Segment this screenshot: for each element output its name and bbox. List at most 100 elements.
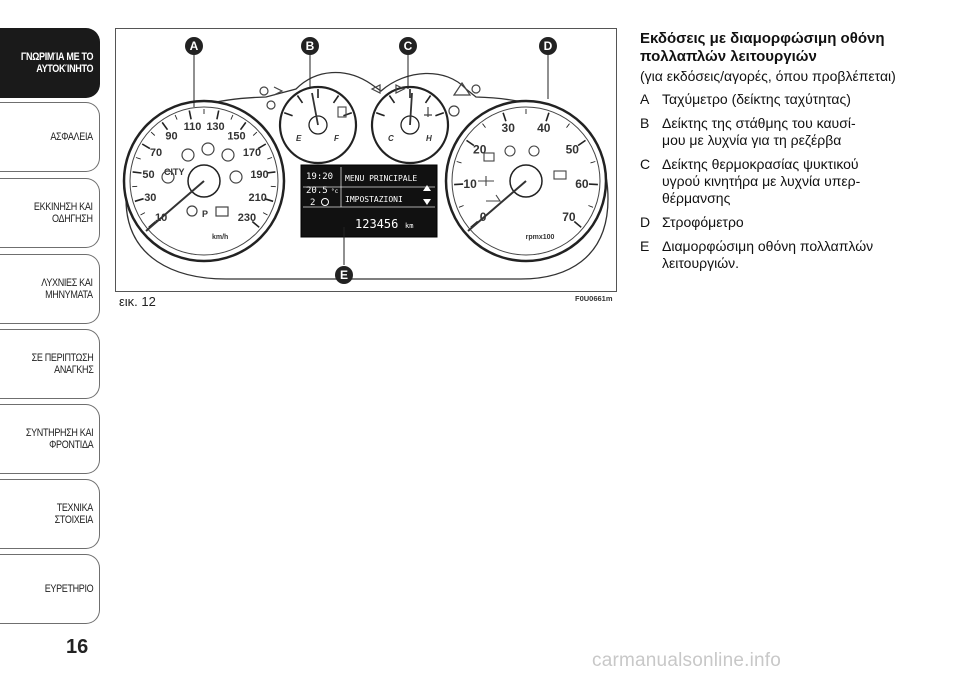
minor-tick: [458, 205, 464, 208]
minor-tick: [262, 212, 268, 216]
watermark: carmanualsonline.info: [592, 650, 782, 671]
display-outside-temp: 20.5: [306, 186, 328, 196]
speedo-needle: [145, 180, 205, 232]
major-tick: [424, 95, 432, 104]
major-tick: [545, 112, 550, 122]
minor-tick: [230, 114, 234, 120]
cluster-housing: [125, 71, 609, 280]
minor-tick: [150, 131, 156, 136]
page-number: 16: [66, 636, 89, 658]
major-tick: [283, 111, 293, 117]
fuel-full-label: F: [334, 134, 340, 143]
dial-tick-label: 30: [502, 121, 516, 135]
esp-icon: [229, 170, 243, 184]
major-tick: [343, 111, 353, 117]
dial-tick-label: 30: [144, 192, 156, 204]
side-light-icon: [266, 100, 276, 110]
callout-a-label: A: [190, 39, 199, 53]
dial-tick-label: 50: [142, 169, 154, 181]
callout-c-label: C: [404, 39, 413, 53]
cruise-icon: [186, 205, 198, 217]
fuel-needle: [311, 92, 319, 126]
seatbelt-icon: [504, 145, 516, 157]
dial-tick-label: 50: [566, 143, 580, 157]
display-time: 19:20: [306, 172, 333, 182]
callout-d-label: D: [544, 39, 553, 53]
dial-tick-label: 190: [250, 169, 268, 181]
abs-icon: [201, 142, 215, 156]
dial-tick-label: 170: [243, 147, 261, 159]
figure-caption: εικ. 12: [119, 294, 156, 309]
major-tick: [573, 220, 582, 228]
callout-c-badge: [399, 37, 417, 55]
major-tick: [466, 139, 475, 147]
dial-tick-label: 40: [537, 121, 551, 135]
major-tick: [251, 220, 260, 228]
general-warning-icon: [452, 81, 472, 96]
dial-tick-label: 70: [150, 147, 162, 159]
temp-hot-label: H: [426, 134, 432, 143]
instrument-panel-figure: 1030507090110130150170190210230 CITY km/…: [115, 28, 617, 292]
tab-starting-driving[interactable]: ΕΚΚΙΝΗΣΗ ΚΑΙ ΟΔΗΓΗΣΗ: [0, 178, 100, 248]
text-column: Εκδόσεις με διαμορφώσιμη οθόνη πολλαπλών…: [640, 30, 940, 279]
major-tick: [141, 143, 151, 150]
minor-tick: [135, 157, 141, 160]
callout-leaders: [193, 53, 549, 265]
minor-tick: [174, 114, 178, 120]
tab-maintenance[interactable]: ΣΥΝΤΗΡΗΣΗ ΚΑΙ ΦΡΟΝΤΙΔΑ: [0, 404, 100, 474]
minor-tick: [252, 131, 258, 136]
major-tick: [296, 95, 304, 104]
display-gear-value: 2: [310, 198, 315, 208]
display-menu-line2: IMPOSTAZIONI: [345, 195, 403, 204]
rear-fog-icon: [471, 84, 481, 94]
fuel-gauge: E F: [278, 85, 358, 165]
speedo-unit: km/h: [212, 234, 228, 241]
tab-index[interactable]: ΕΥΡΕΤΗΡΙΟ: [0, 554, 100, 624]
brake-warning-icon: [181, 148, 195, 162]
tab-emergency[interactable]: ΣΕ ΠΕΡΙΠΤΩΣΗ ΑΝΑΓΚΗΣ: [0, 329, 100, 399]
tacho-needle: [467, 180, 527, 232]
major-tick: [161, 121, 169, 131]
turn-right-icon: [395, 84, 406, 94]
minor-tick: [456, 161, 462, 164]
section-heading: Εκδόσεις με διαμορφώσιμη οθόνη πολλαπλών…: [640, 30, 885, 65]
major-tick: [577, 139, 586, 147]
dial-tick-label: 90: [165, 130, 177, 142]
figure-code: F0U0661m: [575, 294, 613, 303]
dial-tick-label: 70: [562, 210, 576, 224]
dial-tick-label: 110: [184, 121, 202, 133]
display-odometer-unit: km: [405, 222, 413, 230]
dial-tick-label: 230: [238, 212, 256, 224]
turn-left-icon: [370, 84, 381, 94]
callout-e-badge: [335, 266, 353, 284]
display-temp-unit: °c: [331, 188, 339, 195]
coolant-temp-icon: [424, 107, 432, 117]
minor-tick: [267, 157, 273, 160]
major-tick: [435, 111, 445, 117]
minor-tick: [566, 123, 570, 128]
callout-a-badge: [185, 37, 203, 55]
tab-warning-lights[interactable]: ΛΥΧΝΙΕΣ ΚΑΙ ΜΗΝΥΜΑΤΑ: [0, 254, 100, 324]
temperature-gauge: C H: [370, 85, 450, 165]
airbag-icon: [528, 145, 540, 157]
battery-icon: [483, 152, 495, 162]
callout-b-label: B: [306, 39, 315, 53]
callout-badges: A B C D E: [185, 37, 557, 284]
menu-up-arrow-icon: [423, 185, 431, 191]
temp-needle: [409, 92, 413, 126]
park-icon: P: [202, 209, 208, 219]
top-warning-lights: [259, 81, 481, 117]
major-tick: [588, 183, 598, 186]
door-open-icon: [215, 206, 229, 217]
dial-tick-label: 130: [206, 121, 224, 133]
tab-getting-to-know-car[interactable]: ΓΝΩΡΙΜΊΑ ΜΕ ΤΟ ΑΥΤΟΚΊΝΗΤΟ: [0, 28, 100, 98]
fuel-empty-label: E: [296, 134, 302, 143]
minor-tick: [590, 161, 596, 164]
tab-technical-data[interactable]: ΤΕΧΝΙΚΑ ΣΤΟΙΧΕΙΑ: [0, 479, 100, 549]
major-tick: [188, 110, 192, 120]
minor-tick: [482, 123, 486, 128]
tab-safety[interactable]: ΑΣΦΑΛΕΙΑ: [0, 102, 100, 172]
